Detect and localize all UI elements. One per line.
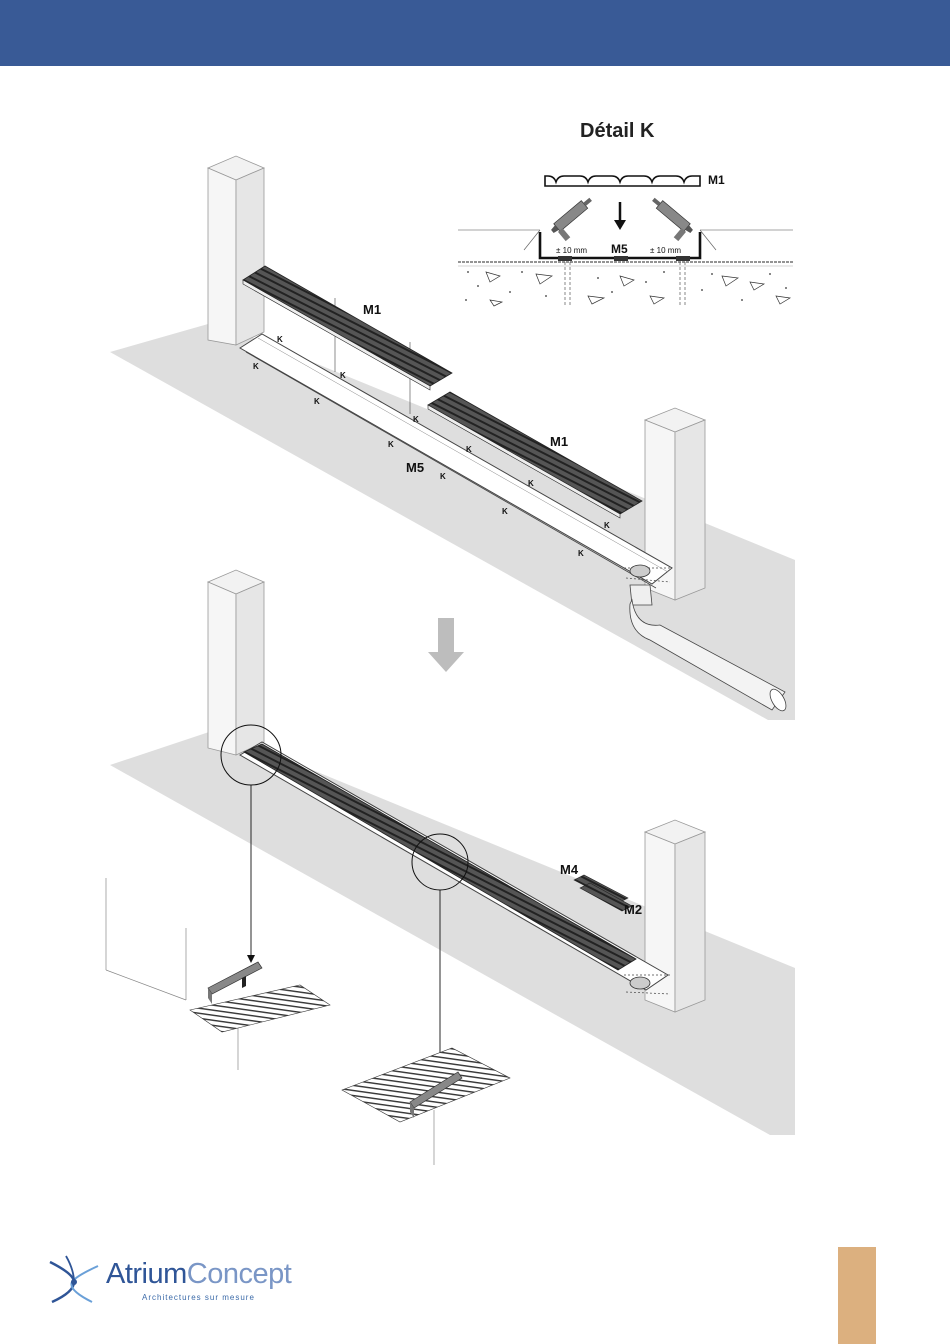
k-marker: K [440, 472, 446, 481]
k-marker: K [388, 440, 394, 449]
down-arrow-icon [614, 202, 626, 230]
logo-name-part1: Atrium [106, 1258, 187, 1290]
k-marker: K [340, 371, 346, 380]
k-marker: K [604, 521, 610, 530]
label-m1-lower: M1 [550, 434, 568, 449]
k-marker: K [502, 507, 508, 516]
k-marker: K [314, 397, 320, 406]
joint-connector-detail [342, 1048, 510, 1165]
label-m1-upper: M1 [363, 302, 381, 317]
detail-label-m5: M5 [611, 242, 628, 256]
logo-tagline: Architectures sur mesure [142, 1293, 255, 1302]
detail-title: Détail K [580, 120, 655, 142]
caulking-gun-icon [549, 195, 601, 243]
logo-name-part2: Concept [187, 1258, 292, 1290]
step-down-arrow-icon [428, 618, 464, 672]
dimension-right: ± 10 mm [650, 246, 681, 255]
k-marker: K [578, 549, 584, 558]
k-marker: K [413, 415, 419, 424]
logo-star-icon [44, 1252, 104, 1308]
dimension-left: ± 10 mm [556, 246, 587, 255]
k-marker: K [253, 362, 259, 371]
detail-k: Détail K M1 [458, 120, 793, 308]
drain-outlet [630, 977, 650, 989]
end-cap-detail [106, 878, 330, 1070]
label-m2: M2 [624, 902, 642, 917]
caulking-gun-icon [643, 195, 695, 243]
label-m4: M4 [560, 862, 579, 877]
page-tab [838, 1247, 876, 1344]
atrium-concept-logo: AtriumConcept Architectures sur mesure [44, 1252, 324, 1312]
logo-name: AtriumConcept [106, 1258, 291, 1291]
k-marker: K [466, 445, 472, 454]
detail-label-m1: M1 [708, 173, 725, 187]
channel-m5 [240, 334, 672, 588]
left-pillar [208, 570, 264, 755]
label-m5: M5 [406, 460, 424, 475]
drain-outlet [630, 565, 650, 577]
k-marker: K [277, 335, 283, 344]
k-marker: K [528, 479, 534, 488]
grate-profile-m1 [545, 176, 700, 186]
left-pillar [208, 156, 264, 345]
